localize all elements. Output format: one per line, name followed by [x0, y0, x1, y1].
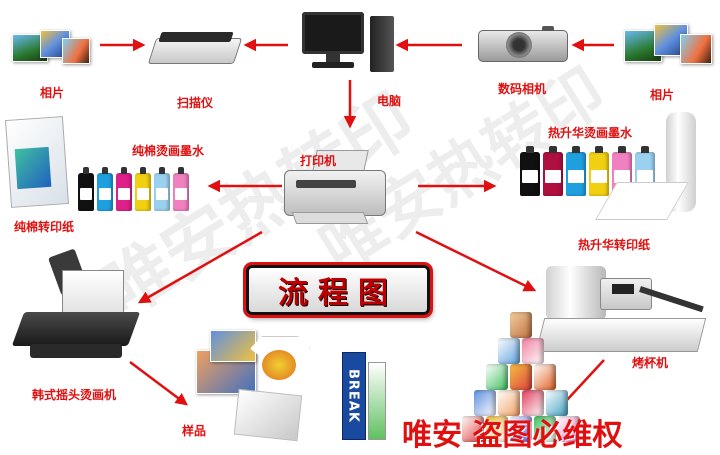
- label-photo-right: 相片: [650, 86, 674, 103]
- diagram-title: 流程图: [278, 268, 398, 312]
- copyright-notice: 唯安 盗图必维权: [402, 410, 622, 454]
- sublimation-paper-roll: [606, 112, 706, 232]
- label-computer: 电脑: [377, 92, 401, 109]
- sample-banner-text: BREAK: [346, 369, 361, 423]
- samples-collage: BREAK: [196, 322, 392, 442]
- label-samples: 样品: [182, 422, 206, 439]
- photo-stack-left: [12, 28, 90, 66]
- scanner-device: [150, 24, 238, 68]
- cotton-transfer-paper: [8, 118, 70, 210]
- label-printer: 打印机: [300, 152, 336, 169]
- computer-device: [300, 10, 396, 76]
- label-cotton-ink: 纯棉烫画墨水: [132, 142, 204, 159]
- label-photo-left: 相片: [40, 84, 64, 101]
- photo-stack-right: [624, 24, 714, 68]
- cotton-ink-bottles: [78, 165, 194, 213]
- label-mug-press: 烤杯机: [632, 354, 668, 371]
- flat-heat-press: [14, 248, 142, 370]
- label-camera: 数码相机: [498, 80, 546, 97]
- label-cotton-paper: 纯棉转印纸: [14, 218, 74, 235]
- arrow-printer-to-flatpress: [140, 232, 262, 302]
- label-sublimation-paper: 热升华转印纸: [578, 236, 650, 253]
- arrow-printer-to-mugpress: [416, 232, 534, 290]
- diagram-title-box: 流程图: [246, 265, 430, 315]
- camera-device: [478, 26, 568, 64]
- label-scanner: 扫描仪: [177, 94, 213, 111]
- label-flat-press: 韩式摇头烫画机: [32, 386, 116, 403]
